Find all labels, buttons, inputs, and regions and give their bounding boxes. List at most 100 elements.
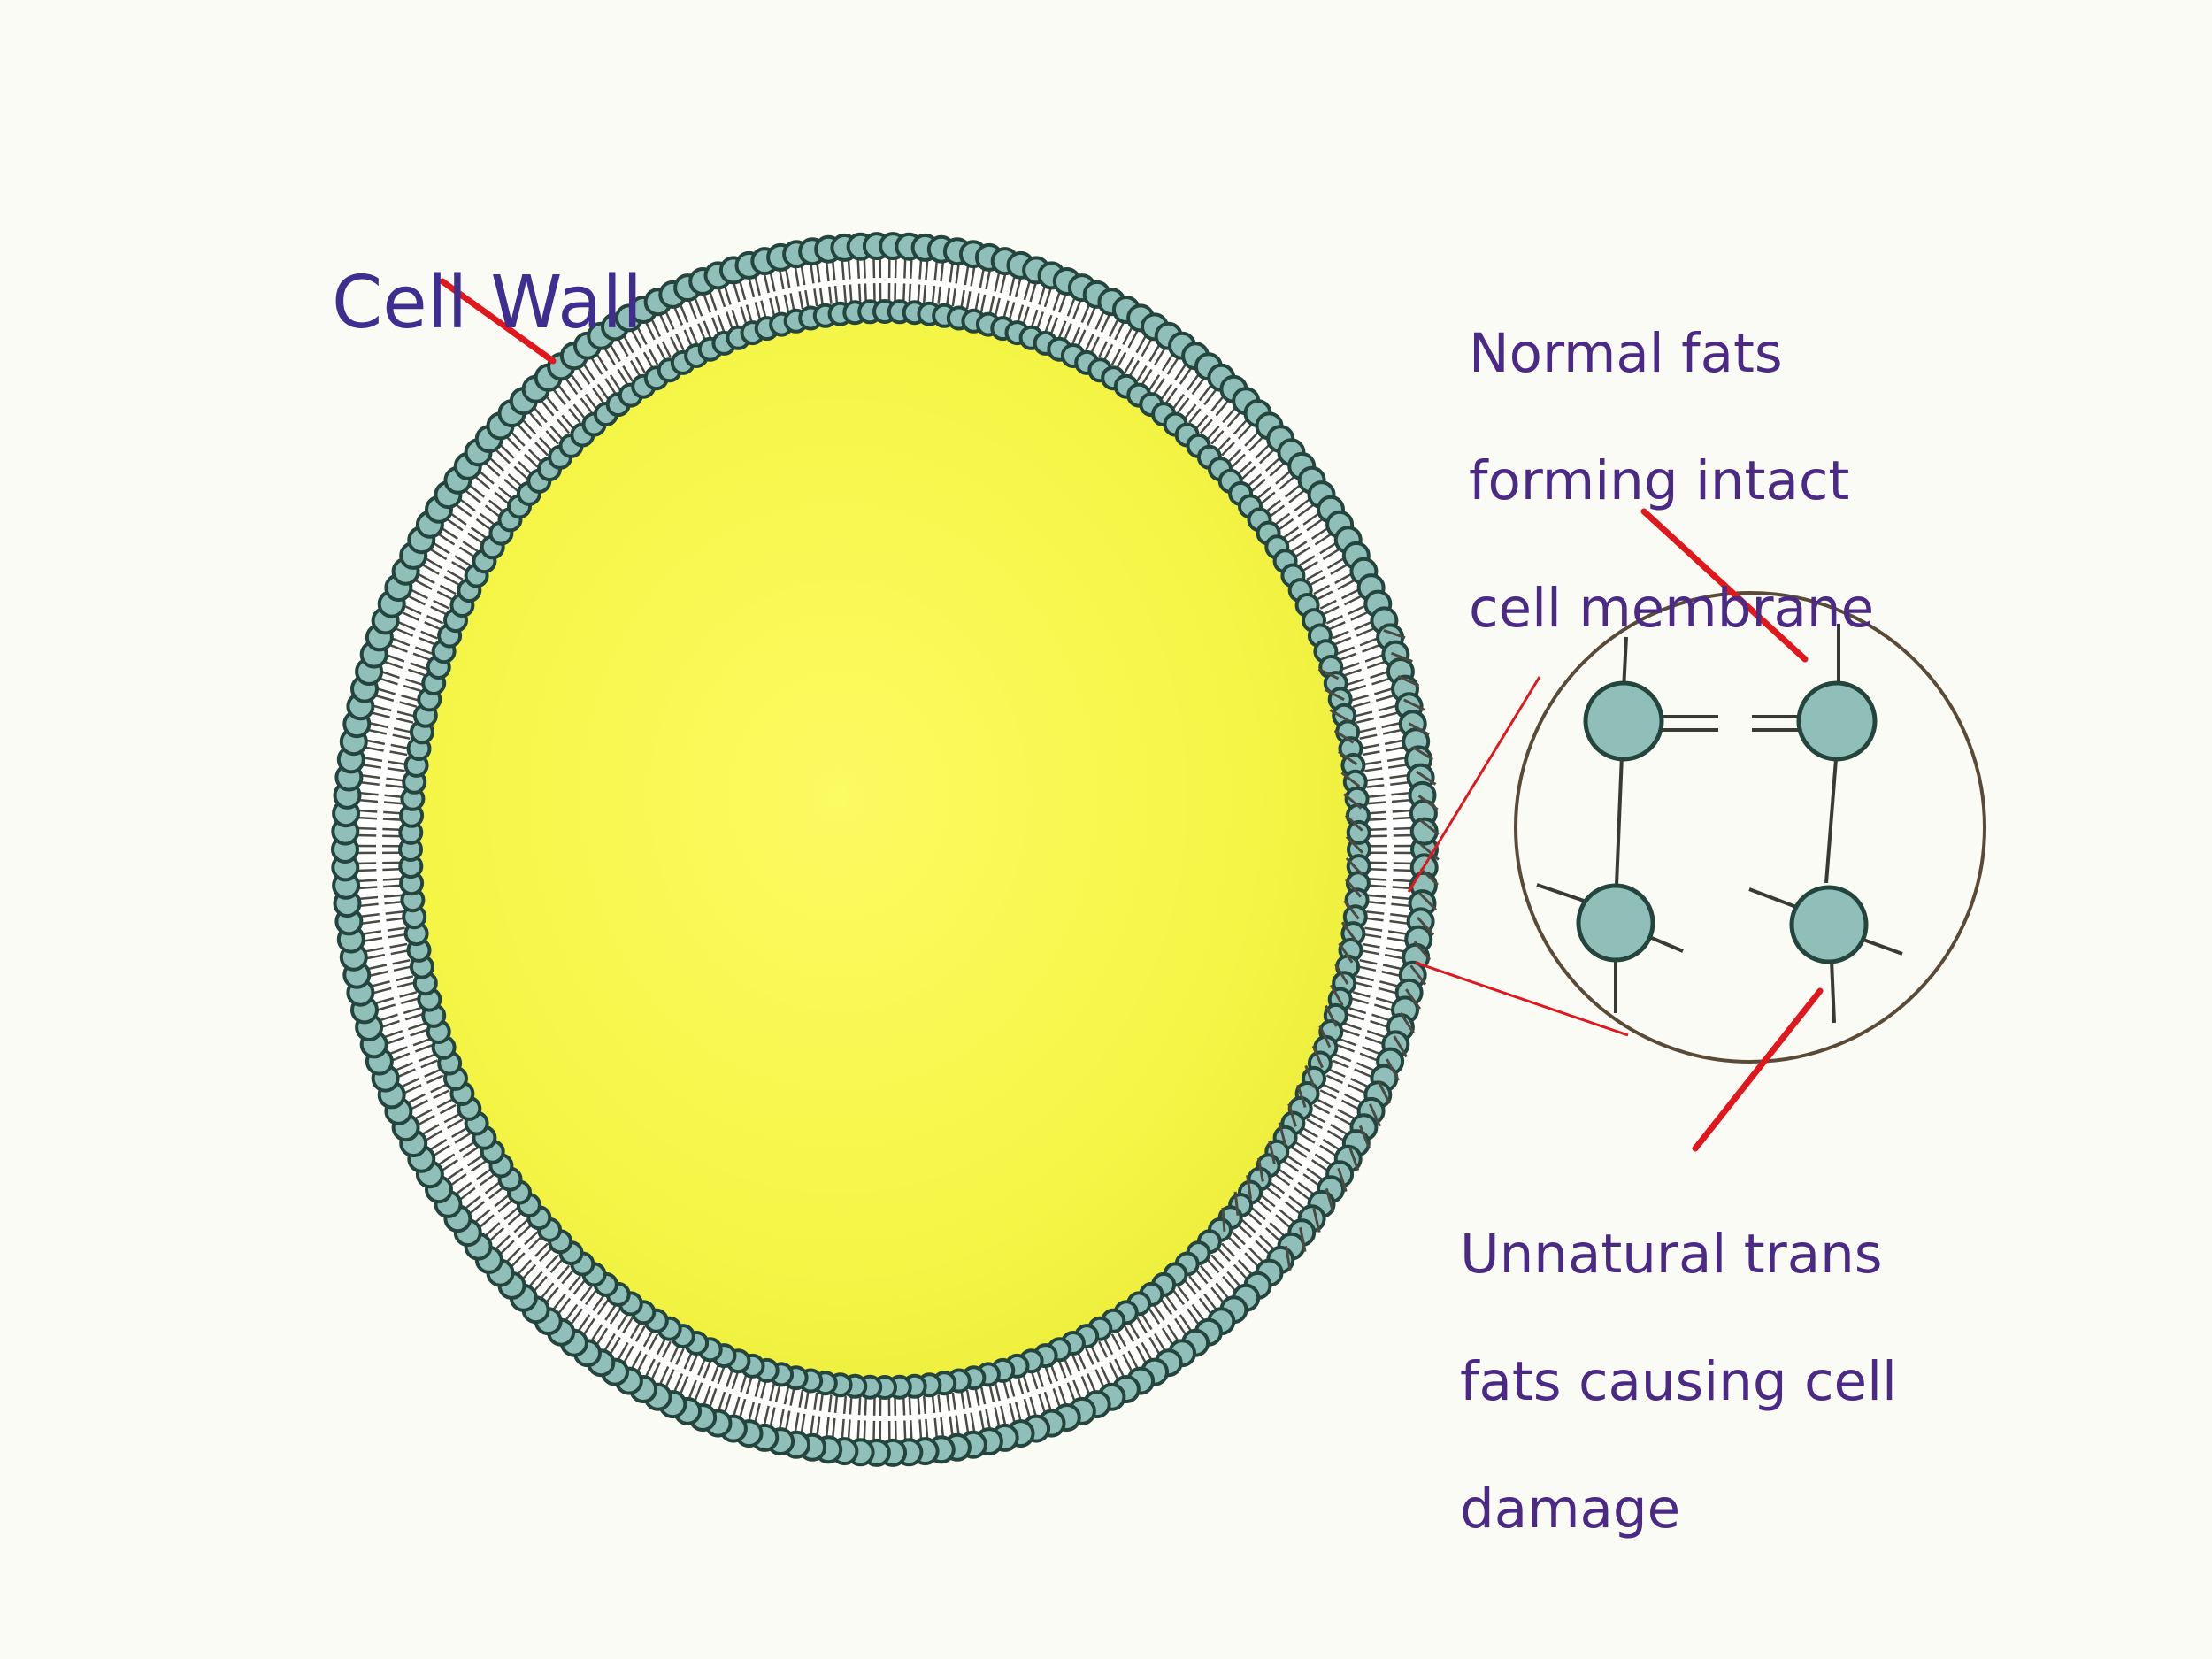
damaged-lipid-tail [1338,750,1358,766]
inner-lipid-tail [1102,1338,1114,1356]
inner-lipid-tail [1231,1231,1246,1246]
outer-lipid-tail [1354,1068,1374,1079]
outer-lipid-tail [1255,442,1271,459]
inner-lipid-tail [1148,374,1161,391]
outer-lipid-tail [509,1252,526,1269]
outer-lipid-tail [1384,953,1405,960]
outer-lipid-tail [483,1222,501,1238]
outer-lipid-tail [1198,1297,1214,1317]
inner-lipid-tail [386,917,404,922]
outer-lipid-tail [423,1129,443,1142]
outer-lipid-tail [1161,351,1175,372]
inner-lipid-tail [494,1194,510,1208]
inner-lipid-tail [387,767,405,772]
outer-lipid-tail [396,620,416,631]
inner-lipid-tail [1031,1371,1039,1390]
inner-lipid-tail [524,453,539,468]
inner-lipid-tail [979,294,987,312]
inner-lipid-tail [389,942,408,949]
trans-fats-label: Unnatural trans fats causing cell damage [1460,1159,1897,1605]
outer-lipid-tail [360,930,382,936]
inner-lipid-tail [1291,1146,1308,1158]
outer-lipid-tail [463,1195,481,1210]
outer-lipid-tail [1135,1345,1148,1365]
damaged-lipid-tail [1246,1174,1253,1200]
inner-lipid-tail [513,465,528,480]
inner-lipid-tail [1247,1211,1263,1225]
inner-lipid-tail [572,403,586,419]
outer-lipid-tail [985,268,992,290]
inner-lipid-tail [804,289,810,308]
outer-lipid-tail [1310,1158,1330,1173]
outer-lipid-tail [949,1416,954,1438]
outer-lipid-tail [1222,405,1238,424]
inner-lipid-tail [1352,701,1371,708]
outer-lipid-tail [440,526,459,541]
outer-lipid-tail [1029,1396,1038,1418]
outer-lipid-tail [532,405,548,424]
inner-lipid-tail [424,1068,442,1078]
inner-lipid-tail [1367,894,1386,898]
outer-lipid-tail [477,469,495,485]
outer-lipid-tail [1343,1093,1363,1105]
damaged-lipid-tail [1340,772,1361,787]
outer-lipid-tail [1000,1405,1007,1427]
outer-lipid-tail [630,1350,642,1371]
inner-lipid-tail [1071,326,1081,344]
outer-lipid-tail [909,257,913,279]
inner-lipid-tail [1339,1038,1357,1047]
inner-lipid-tail [1274,1173,1291,1187]
outer-lipid-tail [1179,1314,1194,1333]
damaged-lipid-tail [1318,1025,1332,1048]
inner-lipid-tail [382,818,401,821]
inner-lipid-tail [1017,1376,1025,1394]
inner-lipid-tail [385,784,403,788]
outer-lipid-tail [1306,517,1325,532]
inner-lipid-tail [399,991,418,998]
outer-lipid-tail [964,264,970,286]
outer-lipid-tail [375,1003,396,1012]
outer-lipid-tail [378,1013,398,1022]
outer-lipid-tail [362,936,383,943]
inner-lipid-tail [661,1340,672,1358]
inner-lipid-tail [507,473,523,488]
outer-lipid-tail [994,270,1001,292]
outer-lipid-tail [1350,611,1371,621]
outer-lipid-tail [1122,1354,1134,1374]
outer-lipid-tail [794,1412,800,1434]
inner-lipid-tail [433,1089,450,1100]
inner-lipid-tail [484,504,501,518]
outer-lipid-tail [1043,286,1053,308]
inner-lipid-tail [1124,1325,1135,1342]
outer-lipid-tail [918,257,923,280]
outer-lipid-tail [1284,483,1302,498]
outer-lipid-tail [763,272,770,294]
outer-lipid-tail [1127,328,1140,349]
inner-lipid-tail [818,288,824,306]
outer-lipid-tail [1288,1195,1307,1210]
inner-lipid-tail [1237,1224,1252,1239]
outer-lipid-tail [1161,1327,1175,1348]
inner-lipid-tail [404,1013,423,1021]
inner-lipid-tail [401,997,419,1005]
inner-lipid-tail [458,1141,476,1153]
outer-lipid-tail [672,1373,683,1394]
inner-lipid-tail [484,1181,501,1194]
damaged-lipid-tail [1345,835,1364,854]
outer-lipid-tail [1384,739,1405,746]
inner-lipid-tail [604,1304,617,1321]
outer-lipid-tail [841,258,845,280]
normal-fats-leader-line [1640,508,1809,663]
inner-lipid-tail [813,288,818,307]
inner-lipid-tail [1313,1103,1331,1115]
outer-lipid-tail [778,1409,785,1431]
inner-lipid-tail [1319,1089,1337,1100]
inner-lipid-tail [1049,317,1058,335]
inner-lipid-tail [549,425,564,441]
outer-lipid-tail [664,1369,675,1390]
inner-lipid-tail [902,283,906,302]
zoom-line-bottom [1415,961,1629,1037]
inner-lipid-tail [1098,341,1109,358]
inner-lipid-tail [922,1395,927,1415]
inner-lipid-tail [1294,1141,1311,1153]
